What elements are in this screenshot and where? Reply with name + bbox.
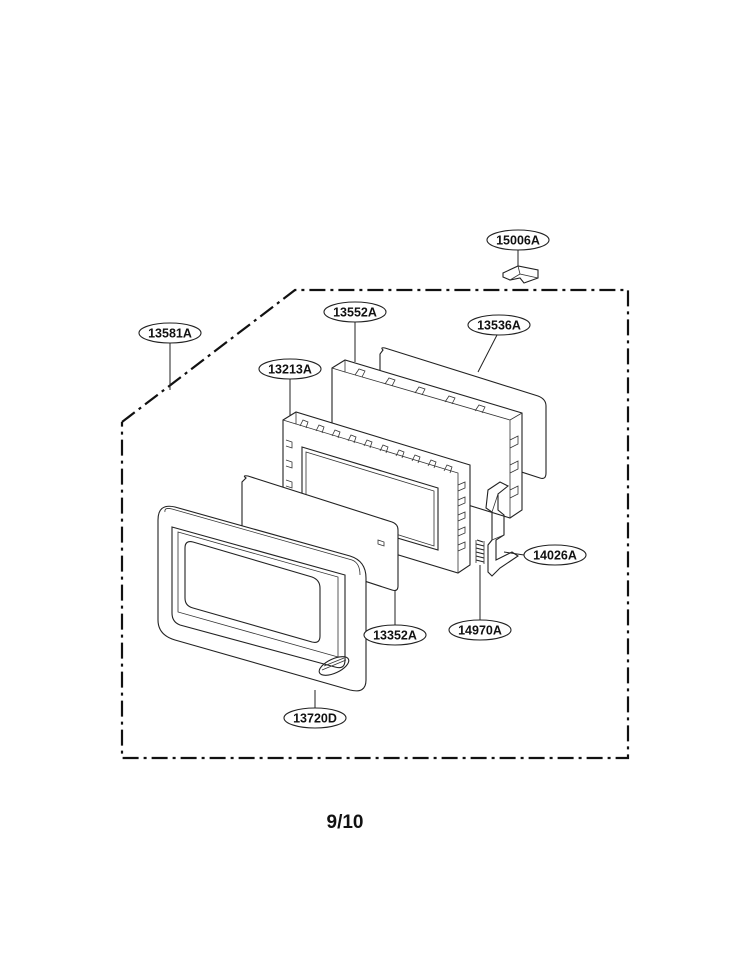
- label-13552a-text: 13552A: [333, 306, 377, 320]
- label-13352a-text: 13352A: [373, 629, 417, 643]
- label-14970a-text: 14970A: [458, 624, 502, 638]
- part-14026a-latch: [485, 481, 519, 577]
- label-13720d-text: 13720D: [293, 712, 337, 726]
- label-15006a: 15006A: [486, 229, 550, 251]
- leader-lines: [169, 249, 525, 708]
- label-13536a-text: 13536A: [477, 319, 521, 333]
- part-15006a-bracket: [502, 265, 539, 284]
- label-13581a: 13581A: [138, 322, 202, 344]
- label-13552a: 13552A: [323, 301, 387, 323]
- label-13581a-text: 13581A: [148, 327, 192, 341]
- assembly-boundary: [120, 288, 630, 760]
- part-13720d-door: [157, 505, 367, 692]
- label-13352a: 13352A: [363, 624, 427, 646]
- label-14026a: 14026A: [523, 544, 587, 566]
- part-14970a-spring: [475, 539, 485, 564]
- part-13552a-frame: [331, 359, 523, 519]
- label-13720d: 13720D: [283, 707, 347, 729]
- label-15006a-text: 15006A: [496, 234, 540, 248]
- label-14026a-text: 14026A: [533, 549, 577, 563]
- label-13213a-text: 13213A: [268, 363, 312, 377]
- label-13213a: 13213A: [258, 358, 322, 380]
- label-14970a: 14970A: [448, 619, 512, 641]
- page-number: 9/10: [326, 812, 364, 833]
- label-13536a: 13536A: [467, 314, 531, 336]
